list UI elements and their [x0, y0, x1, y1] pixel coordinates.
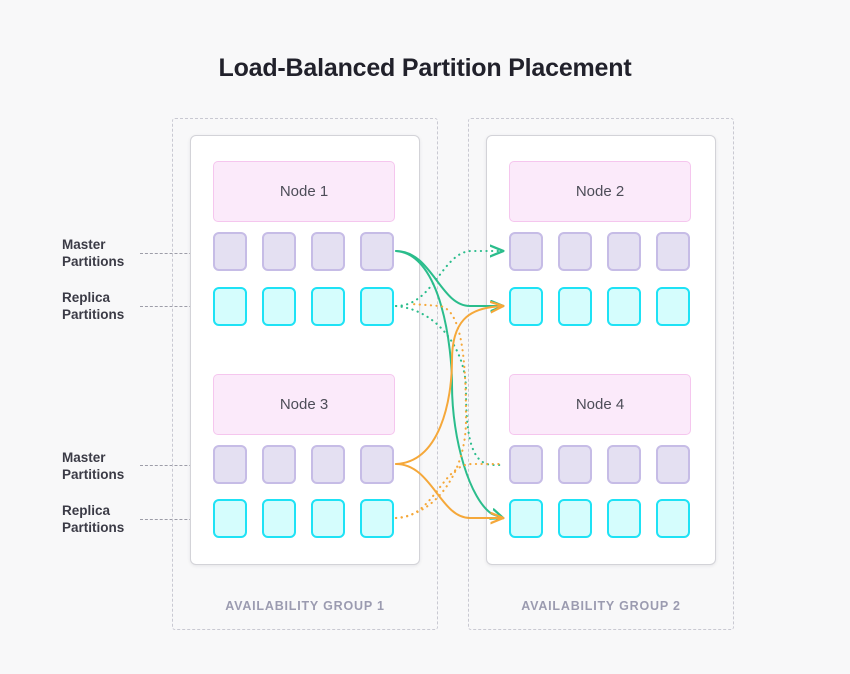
node-2-master-partition-4[interactable]: [656, 232, 690, 271]
node-3-box[interactable]: Node 3: [213, 374, 395, 435]
node-1-replica-partition-1[interactable]: [213, 287, 247, 326]
legend-master-line2: Partitions: [62, 254, 125, 269]
node-3-master-partition-4[interactable]: [360, 445, 394, 484]
legend-replica-line1: Replica: [62, 503, 111, 518]
node-4-master-partition-1[interactable]: [509, 445, 543, 484]
page-title: Load-Balanced Partition Placement: [218, 54, 632, 82]
node-1-master-partition-1[interactable]: [213, 232, 247, 271]
node-2-replica-partition-3[interactable]: [607, 287, 641, 326]
legend-master-partitions-top: Master Partitions: [62, 236, 182, 270]
node-4-replica-partition-3[interactable]: [607, 499, 641, 538]
legend-master-partitions-bottom: Master Partitions: [62, 449, 182, 483]
node-1-box[interactable]: Node 1: [213, 161, 395, 222]
node-1-master-partition-3[interactable]: [311, 232, 345, 271]
node-4-replica-partition-1[interactable]: [509, 499, 543, 538]
node-3-replica-partition-2[interactable]: [262, 499, 296, 538]
node-1-master-partition-4[interactable]: [360, 232, 394, 271]
node-4-box[interactable]: Node 4: [509, 374, 691, 435]
node-4-master-partition-2[interactable]: [558, 445, 592, 484]
node-1-replica-partition-3[interactable]: [311, 287, 345, 326]
node-2-replica-partition-4[interactable]: [656, 287, 690, 326]
node-3-master-partition-1[interactable]: [213, 445, 247, 484]
node-4-label: Node 4: [575, 396, 625, 413]
node-2-replica-partition-2[interactable]: [558, 287, 592, 326]
node-4-replica-partition-4[interactable]: [656, 499, 690, 538]
legend-replica-line2: Partitions: [62, 307, 125, 322]
legend-replica-partitions-top: Replica Partitions: [62, 289, 182, 323]
leader-line-master-bottom: [140, 465, 212, 466]
node-3-label: Node 3: [279, 396, 329, 413]
leader-line-replica-bottom: [140, 519, 212, 520]
availability-group-2-label: AVAILABILITY GROUP 2: [521, 599, 681, 613]
node-4-replica-partition-2[interactable]: [558, 499, 592, 538]
node-4-master-partition-4[interactable]: [656, 445, 690, 484]
legend-replica-partitions-bottom: Replica Partitions: [62, 502, 182, 536]
node-2-replica-partition-1[interactable]: [509, 287, 543, 326]
node-1-replica-partition-2[interactable]: [262, 287, 296, 326]
node-2-box[interactable]: Node 2: [509, 161, 691, 222]
node-3-replica-partition-4[interactable]: [360, 499, 394, 538]
node-1-master-partition-2[interactable]: [262, 232, 296, 271]
availability-group-1-label: AVAILABILITY GROUP 1: [225, 599, 385, 613]
leader-line-replica-top: [140, 306, 212, 307]
leader-line-master-top: [140, 253, 212, 254]
node-2-master-partition-3[interactable]: [607, 232, 641, 271]
node-2-master-partition-2[interactable]: [558, 232, 592, 271]
node-3-replica-partition-1[interactable]: [213, 499, 247, 538]
node-4-master-partition-3[interactable]: [607, 445, 641, 484]
legend-master-line1: Master: [62, 237, 106, 252]
node-1-label: Node 1: [279, 183, 329, 200]
legend-replica-line2: Partitions: [62, 520, 125, 535]
node-2-label: Node 2: [575, 183, 625, 200]
node-1-replica-partition-4[interactable]: [360, 287, 394, 326]
node-3-master-partition-2[interactable]: [262, 445, 296, 484]
legend-master-line2: Partitions: [62, 467, 125, 482]
legend-master-line1: Master: [62, 450, 106, 465]
legend-replica-line1: Replica: [62, 290, 111, 305]
node-2-master-partition-1[interactable]: [509, 232, 543, 271]
node-3-master-partition-3[interactable]: [311, 445, 345, 484]
node-3-replica-partition-3[interactable]: [311, 499, 345, 538]
